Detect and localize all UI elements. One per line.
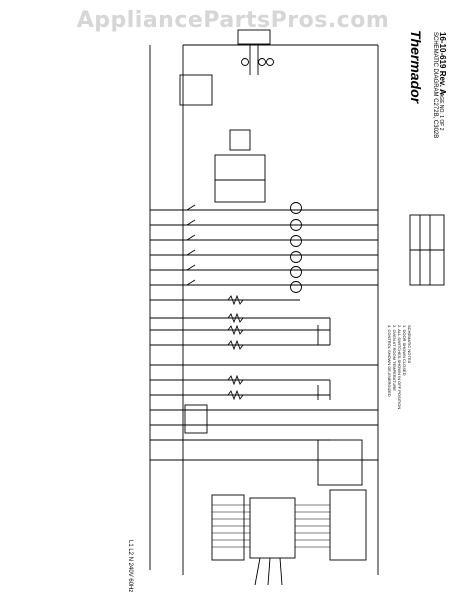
part-number: 16-10-619 Rev. A [438,32,447,95]
page-number: PAGE NO. 1 OF 2 [438,90,444,131]
supply-label: L1 L2 N 240V 60Hz [127,540,133,593]
relay-box-3 [229,129,251,151]
brand-logo: Thermador [408,30,424,104]
connector-block-left [211,494,245,561]
oven-light-5 [290,266,302,278]
oven-light-6 [290,281,302,293]
top-connector-block [237,29,271,45]
broil-element [227,312,244,324]
oven-light-4 [290,251,302,263]
bake-element [227,294,244,306]
oven-light-2 [290,219,302,231]
schematic-notes: SCHEMATIC NOTES 1. DOOR SHOWN CLOSED 2. … [387,325,412,410]
terminal-strip [329,489,367,561]
control-relay-block [179,74,213,106]
ribbon-cable [212,504,330,548]
fan-motor-symbol [241,58,249,66]
aux-element [227,339,244,351]
convection-element [227,324,244,336]
oven-light-3 [290,235,302,247]
electronic-oven-control [249,497,296,559]
oven-light-1 [290,202,302,214]
relay-box-1 [214,154,266,181]
relay-box-2 [214,179,266,203]
door-lock-motor-box [317,439,363,486]
relay-board [184,404,208,434]
